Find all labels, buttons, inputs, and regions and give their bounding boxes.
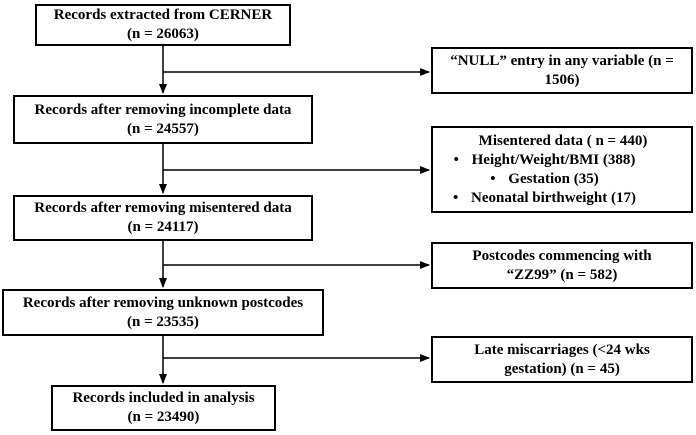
box-included-label: Records included in analysis (72, 390, 255, 406)
box-records-extracted: Records extracted from CERNER (n = 26063… (35, 4, 291, 46)
box-postcodes-removed-label: Records after removing unknown postcodes (22, 294, 304, 311)
box-incomplete-removed-label: Records after removing incomplete data (34, 101, 292, 118)
box-null-entries: “NULL” entry in any variable (n = 1506) (431, 47, 693, 94)
misentered-list: Height/Weight/BMI (388) Gestation (35) N… (453, 151, 636, 208)
box-incomplete-removed-count: (n = 24557) (127, 120, 199, 137)
box-late-miscarriages: Late miscarriages (<24 wks gestation) (n… (431, 336, 693, 383)
box-misentered-heading: Misentered data ( n = 440) (478, 132, 648, 149)
box-postcodes-removed-count: (n = 23535) (127, 313, 199, 330)
box-incomplete-removed: Records after removing incomplete data (… (13, 95, 313, 144)
box-postcodes-zz99: Postcodes commencing with “ZZ99” (n = 58… (431, 242, 693, 289)
box-null-entries-line1: “NULL” entry in any variable (n = (450, 52, 674, 69)
box-records-extracted-label: Records extracted from CERNER (53, 7, 273, 23)
box-postcodes-line1: Postcodes commencing with (472, 247, 652, 264)
box-records-extracted-count: (n = 26063) (127, 26, 199, 42)
box-misentered-removed-count: (n = 24117) (127, 219, 199, 235)
box-included-in-analysis: Records included in analysis (n = 23490) (51, 385, 276, 431)
misentered-item-gestation: Gestation (35) (453, 170, 636, 189)
misentered-item-neonatal-birthweight: Neonatal birthweight (17) (453, 189, 636, 208)
box-miscarriages-line1: Late miscarriages (<24 wks (474, 341, 650, 358)
box-included-count: (n = 23490) (127, 409, 200, 425)
misentered-item-height-weight-bmi: Height/Weight/BMI (388) (453, 151, 636, 170)
box-misentered-removed: Records after removing misentered data (… (13, 195, 313, 241)
box-miscarriages-line2: gestation) (n = 45) (504, 360, 620, 377)
box-postcodes-line2: “ZZ99” (n = 582) (506, 266, 618, 283)
box-postcodes-removed: Records after removing unknown postcodes… (2, 289, 324, 336)
box-null-entries-line2: 1506) (544, 71, 580, 88)
box-misentered-data: Misentered data ( n = 440) Height/Weight… (431, 126, 693, 213)
box-misentered-removed-label: Records after removing misentered data (34, 200, 292, 216)
